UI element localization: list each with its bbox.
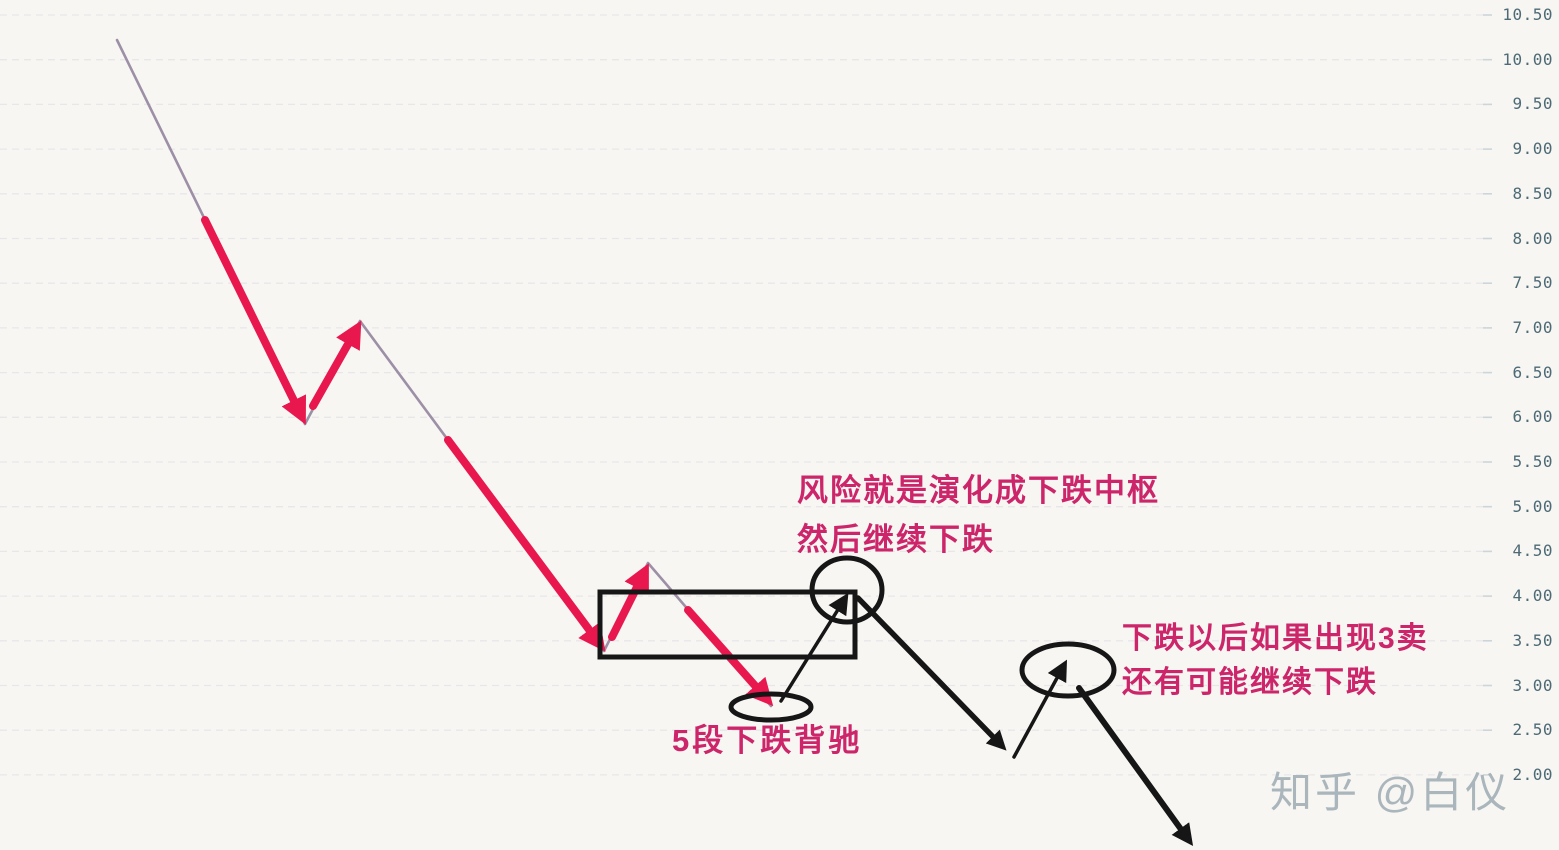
- y-axis-label: 10.50: [1502, 5, 1553, 24]
- projected-path-arrow: [779, 592, 849, 703]
- highlight-circle: [809, 555, 885, 625]
- annotation-pivot-warning: 风险就是演化成下跌中枢 然后继续下跌: [797, 466, 1160, 564]
- y-axis-label: 9.50: [1512, 94, 1553, 114]
- y-axis-label: 8.50: [1512, 183, 1553, 203]
- projected-path-arrow: [1012, 659, 1068, 759]
- annotation-third-sell-line1: 下跌以后如果出现3卖: [1122, 622, 1429, 655]
- red-direction-arrow: [444, 436, 606, 652]
- red-direction-arrow: [309, 320, 362, 410]
- y-axis-label: 9.00: [1512, 139, 1553, 159]
- annotation-third-sell: 下跌以后如果出现3卖 还有可能继续下跌: [1122, 617, 1429, 705]
- divergence-ellipse: [728, 691, 814, 723]
- annotation-pivot-warning-line2: 然后继续下跌: [797, 522, 995, 557]
- y-axis-label: 7.50: [1512, 273, 1553, 293]
- y-axis-label: 6.00: [1512, 407, 1553, 427]
- y-axis-label: 4.00: [1512, 586, 1553, 606]
- third-sell-ellipse: [1019, 641, 1117, 699]
- y-axis-label: 8.00: [1512, 228, 1553, 248]
- red-direction-arrow: [608, 563, 649, 641]
- pivot-box: [597, 589, 858, 660]
- projected-path-arrow: [855, 595, 1007, 751]
- y-axis-label: 5.00: [1512, 496, 1553, 516]
- annotation-divergence: 5段下跌背驰: [672, 723, 862, 759]
- annotation-divergence-line1: 5段下跌背驰: [672, 723, 863, 758]
- y-axis-label: 2.00: [1512, 764, 1553, 784]
- y-axis-label: 3.50: [1512, 630, 1553, 650]
- y-axis-label: 4.50: [1512, 541, 1553, 561]
- red-direction-arrow: [201, 216, 306, 425]
- y-axis-label: 10.00: [1502, 49, 1553, 69]
- y-axis-label: 3.00: [1512, 675, 1553, 695]
- projected-path-arrow: [1076, 685, 1194, 847]
- annotation-pivot-warning-line1: 风险就是演化成下跌中枢: [797, 473, 1160, 508]
- y-axis-label: 6.50: [1512, 362, 1553, 382]
- red-direction-arrow: [684, 606, 774, 707]
- watermark: 知乎 @白仪: [1270, 769, 1511, 816]
- annotation-third-sell-line2: 还有可能继续下跌: [1122, 666, 1378, 699]
- y-axis-label: 2.50: [1512, 720, 1553, 740]
- y-axis-label: 5.50: [1512, 452, 1553, 471]
- y-axis-label: 7.00: [1512, 317, 1553, 337]
